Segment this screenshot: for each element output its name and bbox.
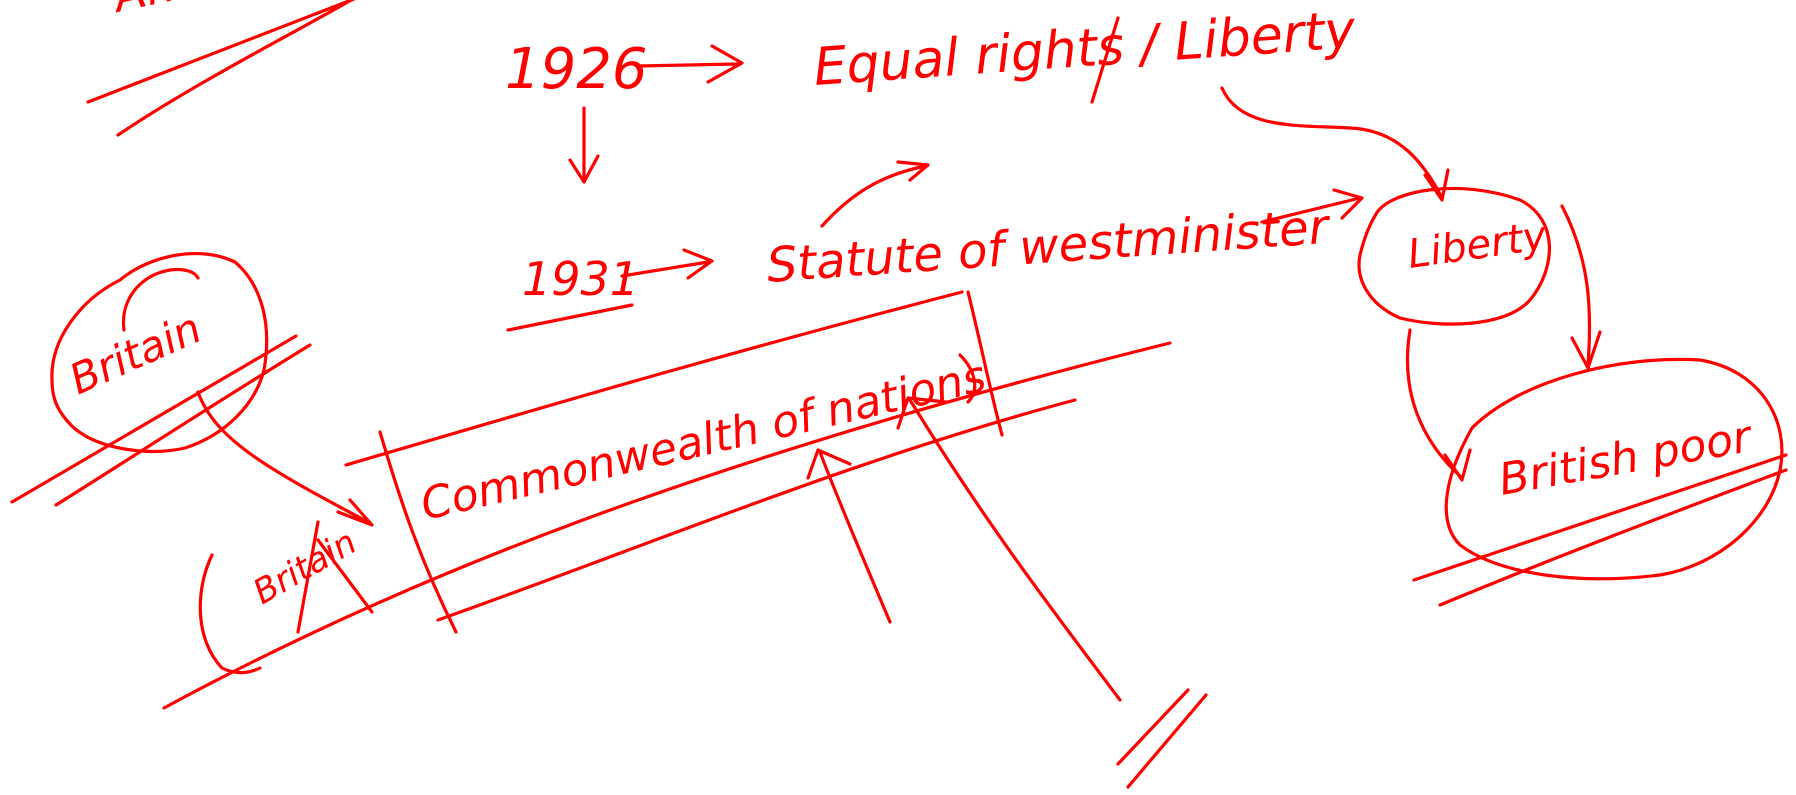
britain-strike-stroke [10,334,298,504]
separator-slash [1090,16,1120,104]
britain-strike-stroke-2 [54,343,312,507]
liberty-bubble [1357,186,1551,326]
british-strike-stroke-2 [1438,468,1788,607]
commonwealth-of-nations-text: Commonwealth of nations [416,351,991,531]
liberty-bubble-text: Liberty [1405,213,1551,278]
bottom-strike-stroke-2 [1126,693,1208,789]
top-left-underline-stroke [86,0,356,104]
commonwealth-box-right [966,290,1004,437]
bottom-strike-stroke [1116,688,1190,766]
arrow-liberty-to-british-left [1405,328,1472,482]
britain-bubble-text: Britain [62,303,208,404]
arrow-up-nations [896,396,1122,702]
british-bubble [1444,357,1784,581]
year-1926-text: 1926 [505,37,648,102]
commonwealth-box-left [378,430,458,634]
arrow-1926-to-equal-rights [636,44,744,84]
nations-bracket [958,353,977,404]
top-left-underline-stroke-2 [116,0,355,137]
arrow-statute-to-liberty [1260,188,1364,224]
year-1931-text: 1931 [522,252,639,306]
commonwealth-long-diagonal [162,341,1172,710]
fragment-text-top-left: Ann [106,0,208,23]
small-curved-arrow [820,160,930,228]
arrow-up-middle [806,448,892,624]
arrow-liberty-to-bubble [1220,86,1450,202]
equal-rights-liberty-text: Equal rights / Liberty [812,0,1359,98]
arrow-britain-to-commonwealth [196,390,374,527]
britain-bubble-scribble [121,267,200,332]
british-bubble-text: British poor [1495,411,1757,506]
statute-of-westminster-text: Statute of westminister [765,199,1333,294]
underline-1931 [506,303,634,332]
arrow-1931-to-statute [620,248,714,280]
arrow-liberty-to-british-right [1560,204,1602,370]
small-britain-cross [296,520,374,634]
small-britain-bracket [198,553,262,675]
british-strike-stroke [1412,453,1788,582]
commonwealth-box-bottom [436,398,1077,622]
down-arrow-1926-to-1931 [568,106,600,184]
commonwealth-box-top [344,290,964,467]
britain-bubble [50,251,269,453]
